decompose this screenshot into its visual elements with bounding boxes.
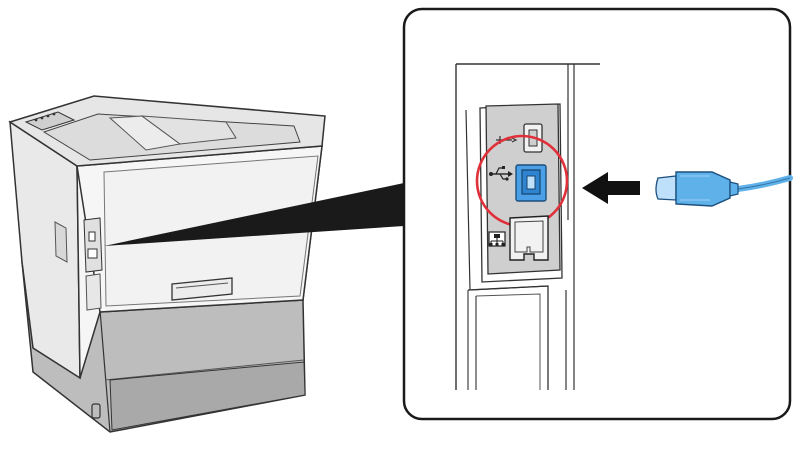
network-icon [488, 231, 506, 247]
usb-b-plug-body [675, 171, 731, 207]
printer-usb-port [88, 231, 96, 242]
printer [8, 95, 326, 433]
zoom-callout-pointer [104, 183, 404, 246]
arrow-left-icon [582, 172, 640, 204]
usb-b-plug-tip [655, 175, 677, 201]
cassette-lock-icon [91, 403, 101, 419]
callout-frame [402, 7, 792, 421]
interface-panel [83, 217, 103, 273]
cassette-front [109, 361, 306, 431]
lan-port [509, 215, 549, 261]
usb-cable [655, 171, 793, 207]
rear-door-handle [171, 277, 233, 301]
lower-housing [467, 285, 549, 390]
usb-icon [489, 166, 513, 181]
left-side-recess [54, 221, 68, 263]
detail-callout [402, 7, 793, 421]
printer-lan-port [87, 248, 98, 259]
